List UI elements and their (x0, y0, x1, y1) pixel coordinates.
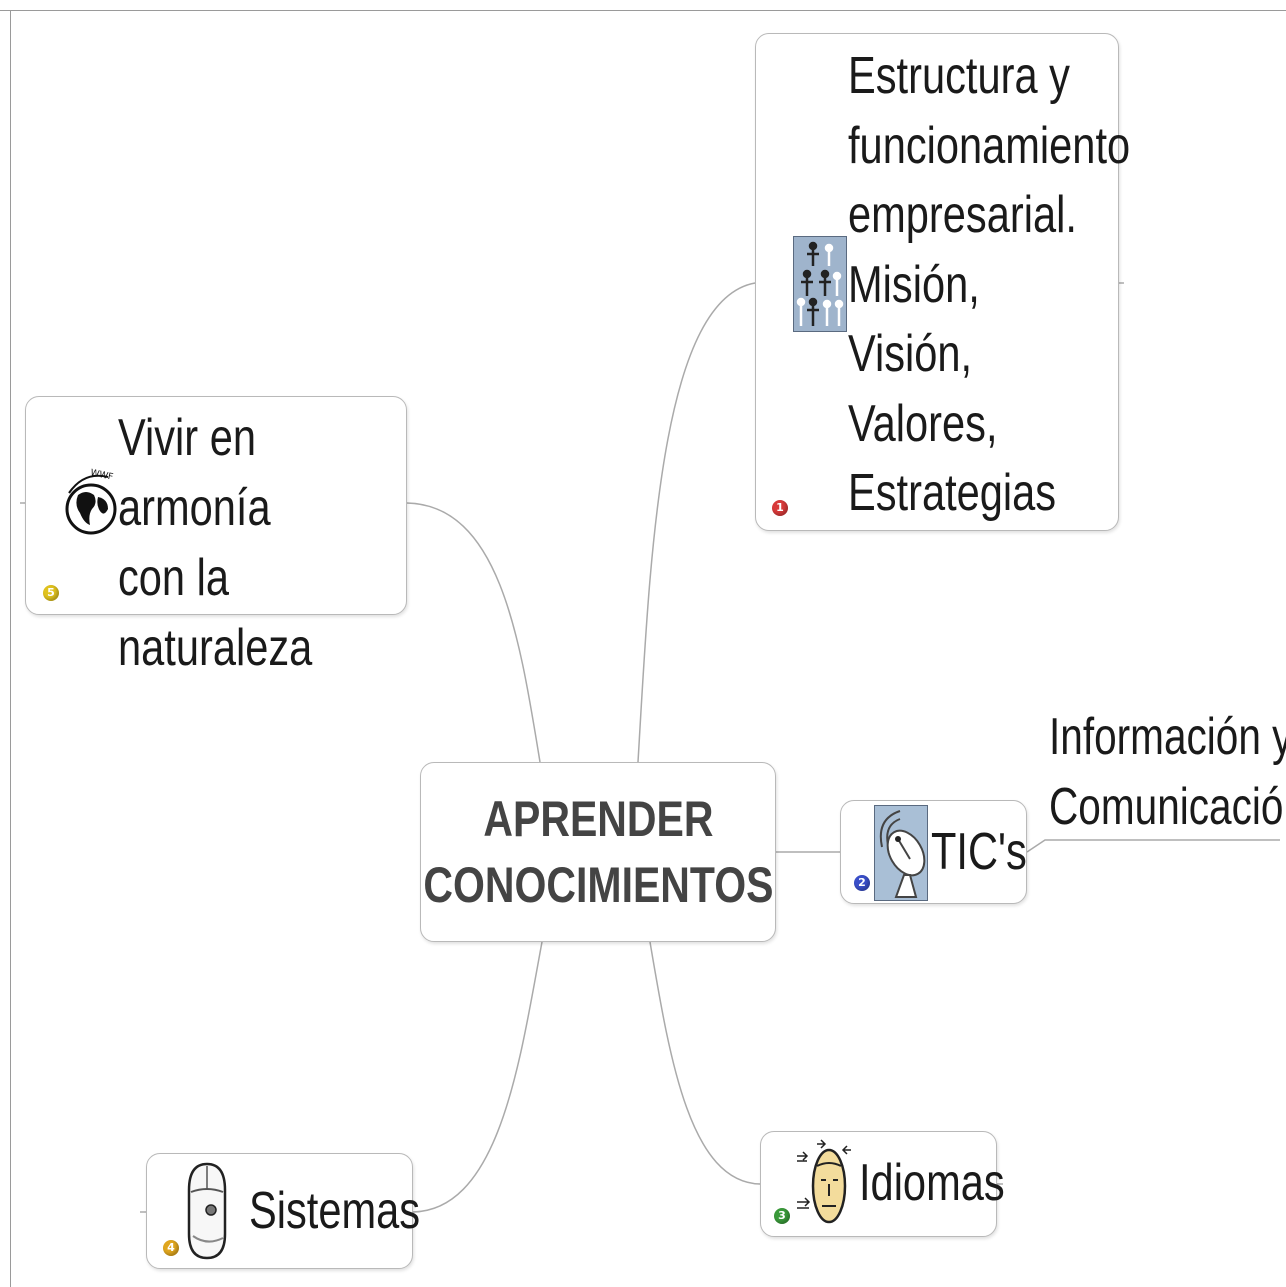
central-topic-label: APRENDER CONOCIMIENTOS (422, 791, 774, 913)
topic-vivir[interactable]: 5 WWF Vivir en armonía con la naturaleza (25, 396, 407, 677)
canvas-left-border (10, 10, 11, 1287)
topic-vivir-label: Vivir en armonía con la naturaleza (118, 409, 313, 677)
mouse-icon (183, 1160, 229, 1264)
topic-estructura[interactable]: 1 Estructura y funcionamiento empresaria… (755, 33, 1130, 531)
topic-estructura-label: Estructura y funcionamiento empresarial.… (848, 47, 1131, 522)
priority-2-badge: 2 (854, 875, 870, 891)
link-tics-sub (1026, 839, 1280, 853)
central-topic[interactable]: APRENDER CONOCIMIENTOS (420, 762, 776, 942)
priority-1-badge: 1 (772, 500, 788, 516)
subtopic-informacion-comunicacion[interactable]: Información y Comunicación (1049, 708, 1286, 836)
priority-4-badge: 4 (163, 1240, 179, 1256)
priority-3-badge: 3 (774, 1208, 790, 1224)
canvas-top-border (0, 10, 1286, 11)
topic-idiomas-label: Idiomas (859, 1154, 1005, 1212)
topic-sistemas[interactable]: 4 Sistemas (146, 1153, 420, 1269)
satellite-dish-icon (873, 804, 929, 902)
speaking-head-icon (795, 1136, 855, 1232)
people-pyramid-icon (792, 235, 848, 333)
priority-5-badge: 5 (43, 585, 59, 601)
link-idiomas (649, 941, 761, 1185)
topic-idiomas[interactable]: 3 Idiomas (760, 1131, 1005, 1237)
link-vivir (406, 502, 541, 763)
topic-tics-label: TIC's (931, 823, 1027, 881)
link-sistemas (412, 941, 543, 1213)
link-estructura (637, 282, 756, 763)
topic-tics[interactable]: 2 TIC's (840, 800, 1027, 904)
globe-icon: WWF (64, 453, 118, 553)
svg-text:WWF: WWF (89, 468, 114, 483)
topic-sistemas-label: Sistemas (249, 1182, 421, 1240)
